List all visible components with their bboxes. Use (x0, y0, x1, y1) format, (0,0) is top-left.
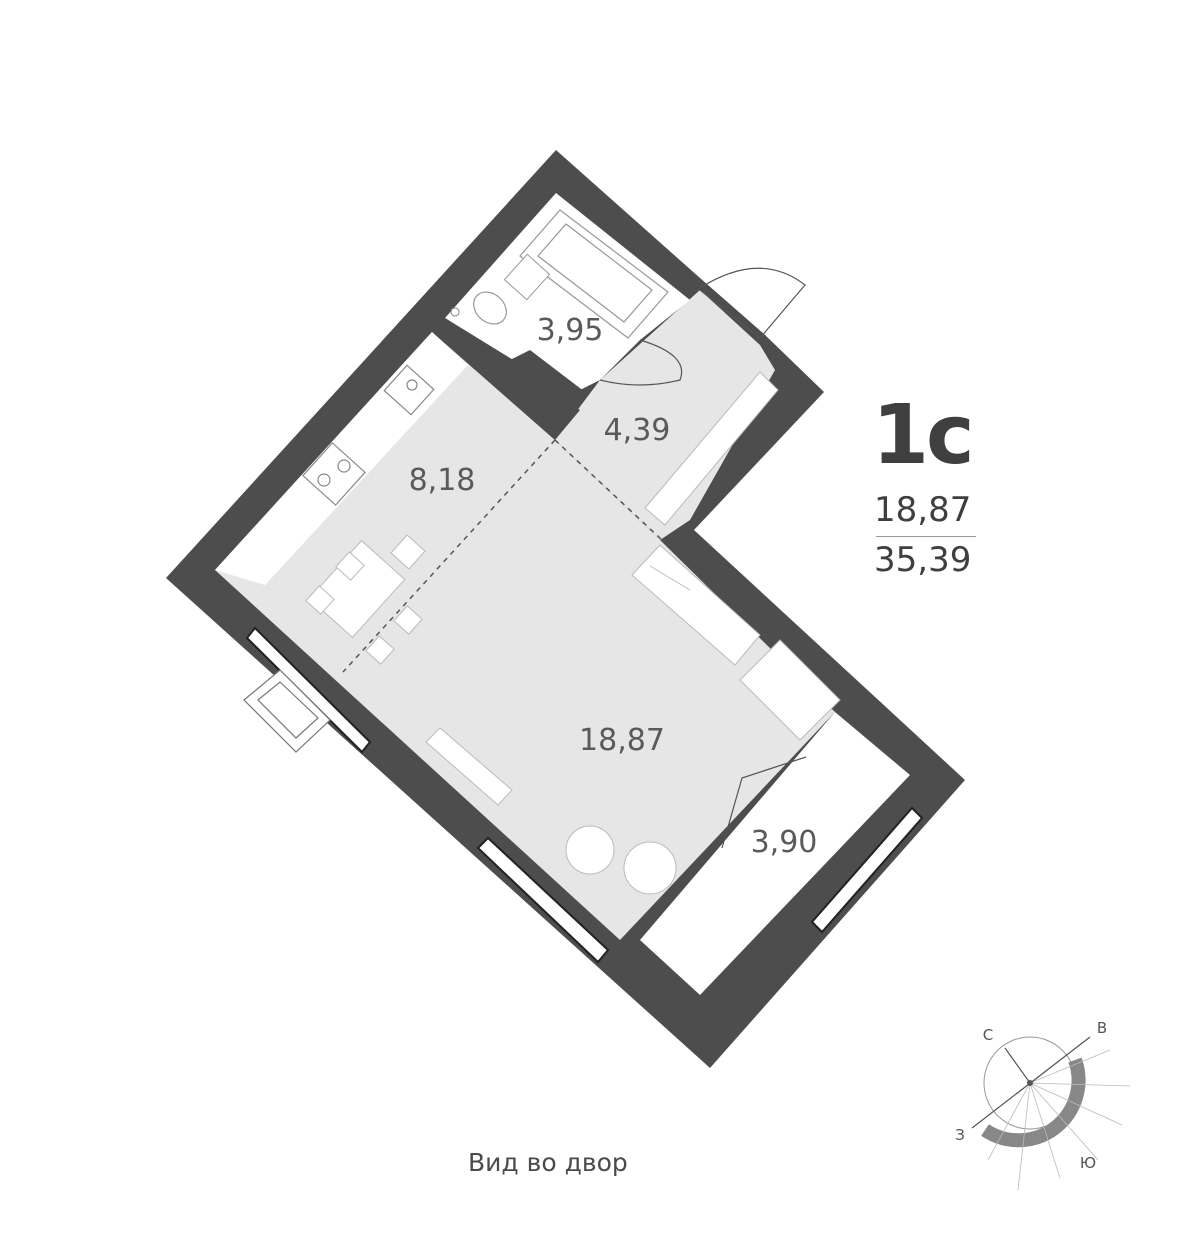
room-floors (215, 193, 910, 995)
bathroom-area-label: 3,95 (537, 313, 604, 348)
zone-divider (342, 439, 556, 673)
view-caption: Вид во двор (468, 1148, 628, 1177)
total-area-value: 35,39 (874, 540, 972, 580)
windows (245, 626, 924, 964)
compass: С В Ю З (955, 1019, 1131, 1191)
compass-east: В (1097, 1019, 1107, 1037)
kitchen-area-label: 8,18 (409, 463, 476, 498)
kitchen-living-floor (215, 332, 835, 940)
bathroom-door (599, 339, 683, 386)
kitchen-counter (215, 332, 468, 585)
bathroom-inner-wall (500, 350, 585, 430)
basin-icon (503, 253, 551, 301)
armchair (623, 841, 677, 895)
area-divider (876, 536, 976, 537)
dining-set (305, 534, 426, 665)
balcony-door (721, 756, 807, 849)
entrance-door (699, 267, 806, 339)
wardrobe (644, 371, 779, 526)
bathtub (519, 209, 669, 339)
hallway-floor (555, 290, 775, 540)
hall-divider (554, 439, 663, 541)
hallway-area-label: 4,39 (604, 413, 671, 448)
apartment-type-label: 1с (872, 388, 975, 483)
toilet-icon (450, 291, 507, 325)
bathroom-floor (445, 193, 690, 395)
balcony-floor (640, 712, 910, 995)
sofa (631, 544, 761, 666)
ac-unit (243, 669, 331, 753)
compass-south: Ю (1080, 1154, 1096, 1172)
sink-icon (383, 364, 435, 416)
living-room-area-label: 18,87 (579, 723, 665, 758)
stove-icon (302, 442, 366, 506)
balcony-area-label: 3,90 (751, 825, 818, 860)
compass-north: С (983, 1026, 993, 1044)
living-area-value: 18,87 (874, 490, 972, 530)
desk (739, 639, 841, 741)
compass-west: З (955, 1126, 965, 1144)
tv-stand (425, 727, 513, 806)
round-table (565, 825, 615, 875)
